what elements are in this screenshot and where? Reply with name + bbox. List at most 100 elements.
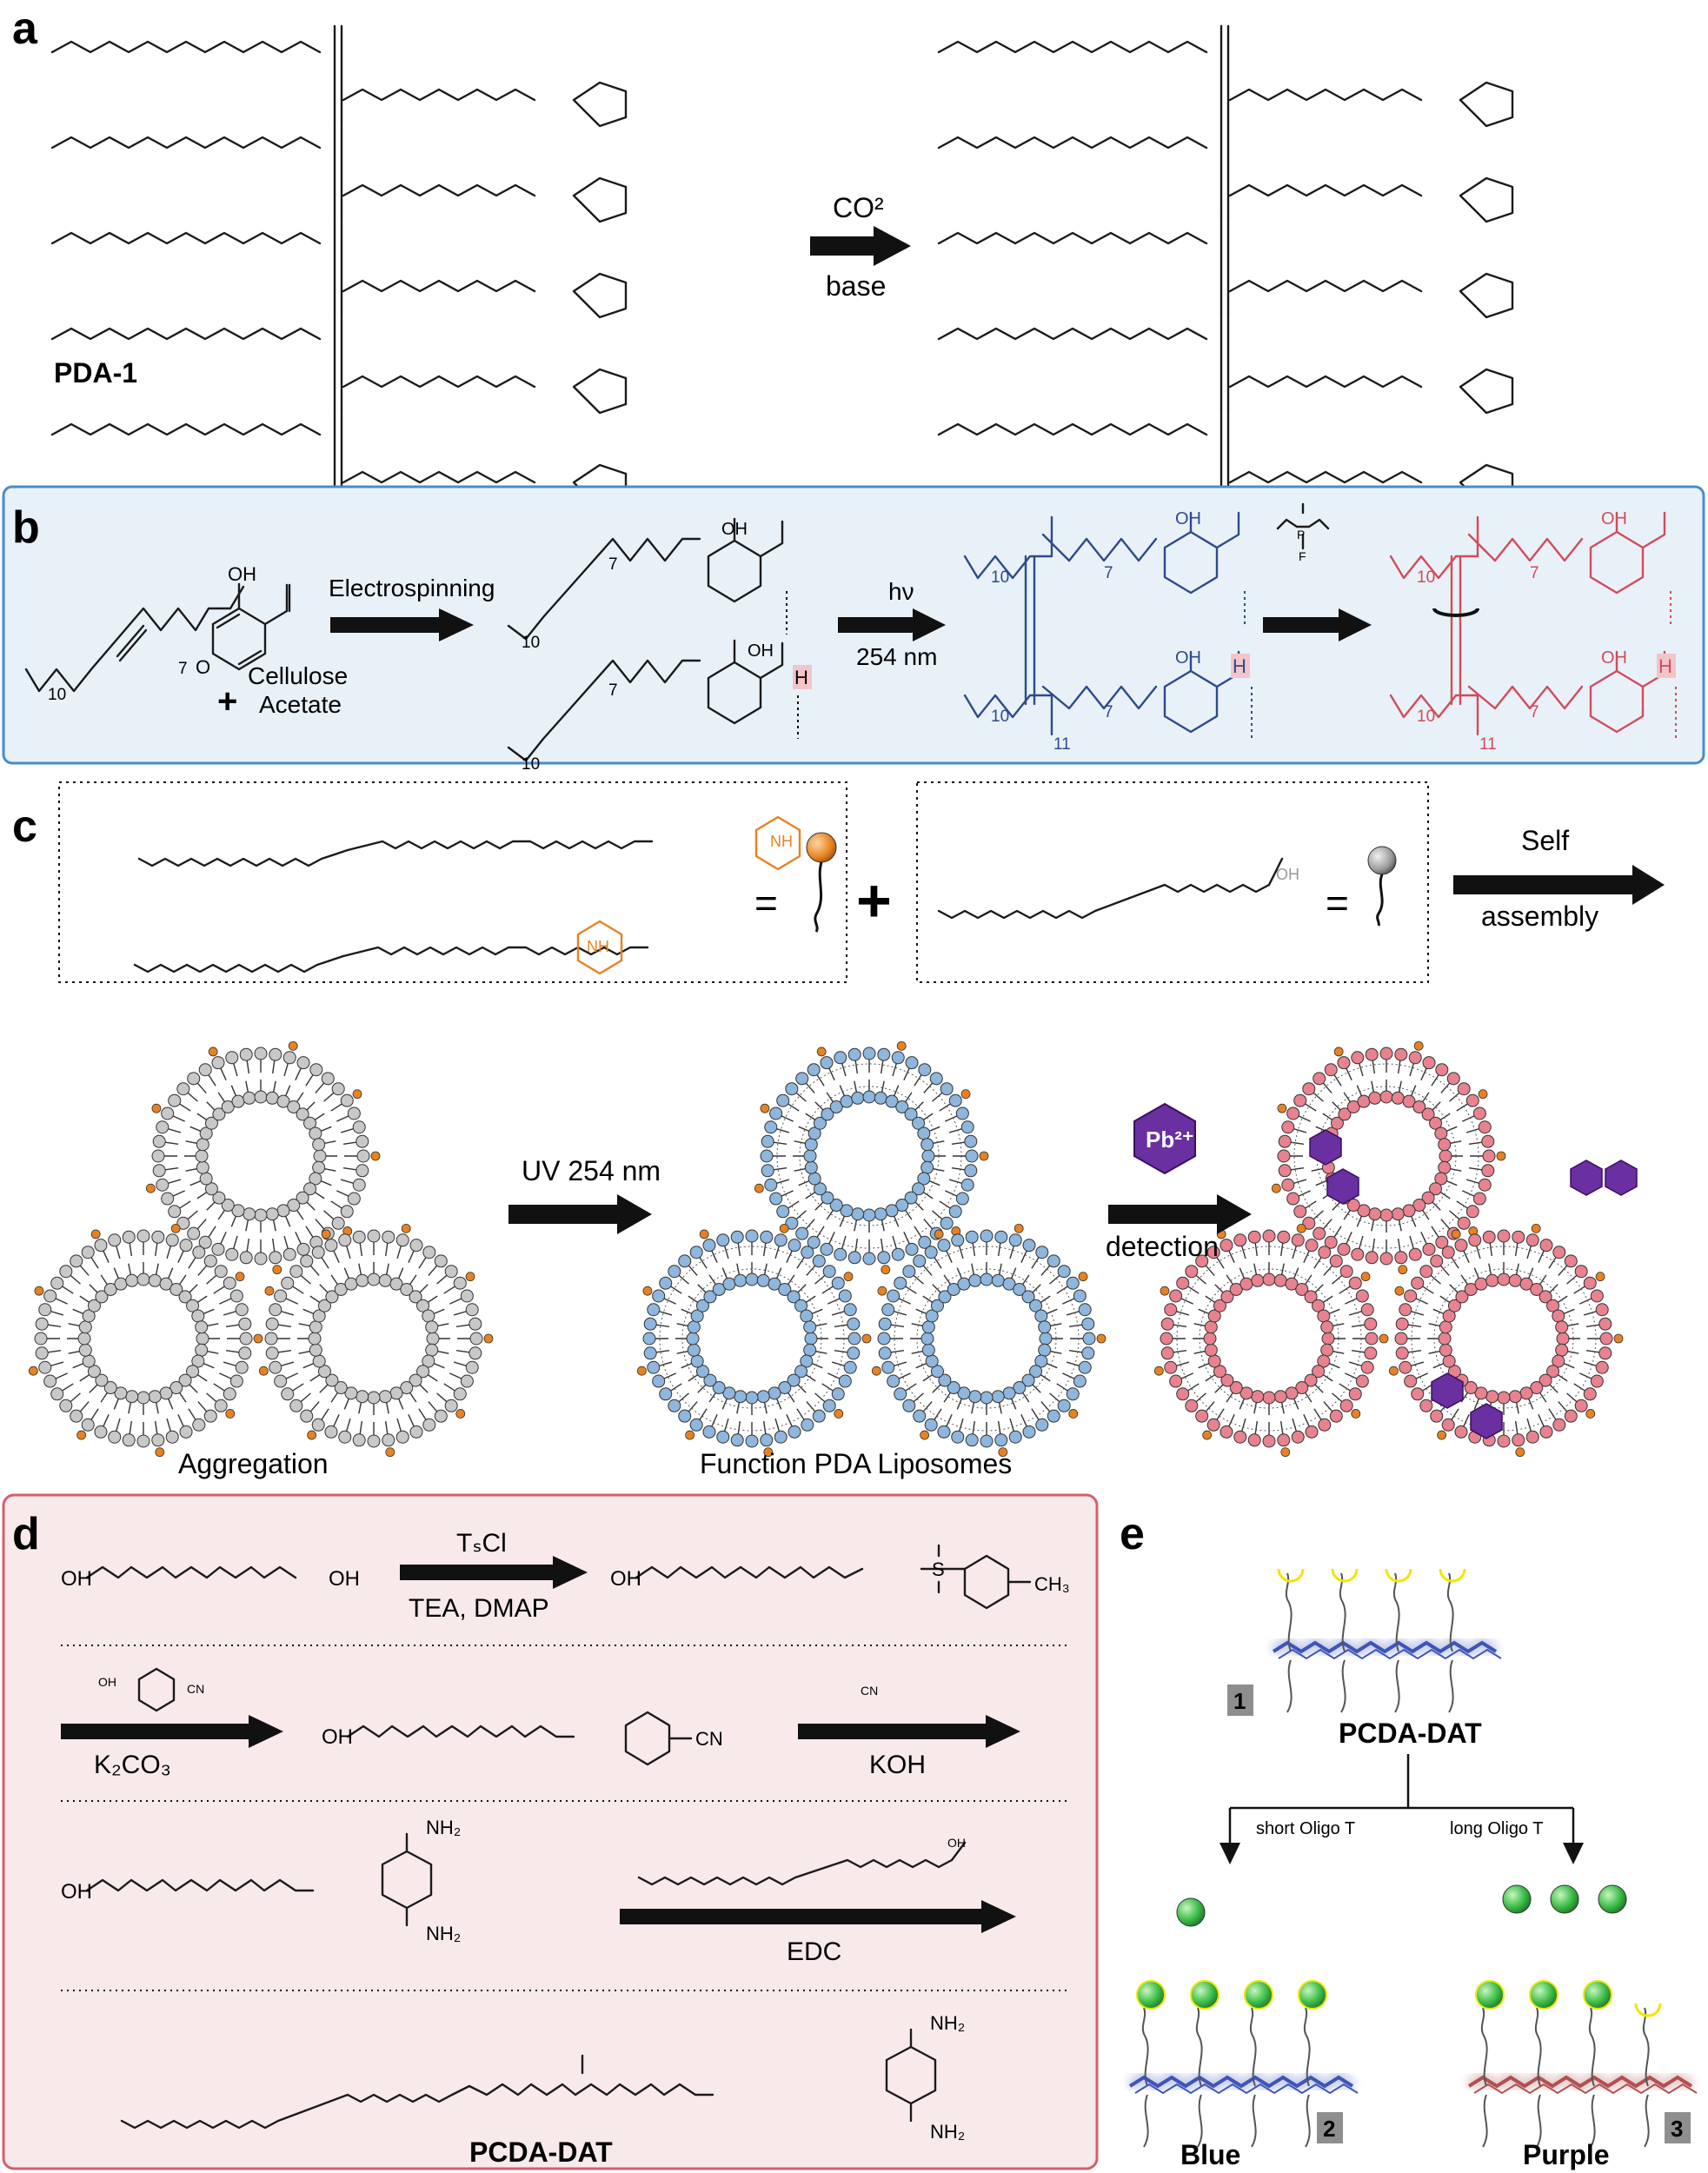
lipid-head (1404, 1289, 1418, 1303)
lipid-head (179, 1239, 193, 1253)
lipid-head (1035, 1246, 1049, 1259)
lipid-head (1057, 1399, 1071, 1412)
side-chain (1249, 2007, 1257, 2087)
lipid-head (905, 1056, 919, 1070)
lipid-head (1312, 1299, 1326, 1312)
lipid-head (1008, 1430, 1022, 1444)
lipid-head (444, 1265, 458, 1279)
lipid-head (1329, 1254, 1343, 1268)
functional-head (1078, 1272, 1088, 1282)
cellulose-line1: Cellulose (248, 662, 348, 689)
lipid-head (895, 1199, 909, 1213)
lipid-head (803, 1320, 817, 1334)
long-oligo-bead (1550, 1884, 1579, 1914)
lipid-head (1324, 1235, 1338, 1249)
fiber-pair-structure (507, 517, 812, 762)
lipid-head (1239, 1277, 1253, 1291)
functional-head (155, 1447, 165, 1458)
functional-head (1398, 1265, 1408, 1275)
pda1-label: PDA-1 (54, 357, 137, 389)
lipid-head (199, 1172, 213, 1186)
lipid-head (794, 1365, 808, 1379)
label-1: 1 (1233, 1688, 1246, 1714)
functional-head (1333, 1047, 1344, 1057)
lipid-head (243, 1207, 256, 1221)
lipid-head (312, 1309, 326, 1323)
lipid-head (862, 1252, 876, 1266)
lipid-head (829, 1100, 843, 1113)
lipid-head (1497, 1229, 1511, 1243)
lipid-head (1435, 1235, 1449, 1249)
lipid-head (774, 1430, 788, 1444)
lipid-head (70, 1254, 83, 1268)
lipid-head (1399, 1303, 1412, 1317)
thymine-ring (754, 815, 801, 871)
lipid-head (1497, 1273, 1511, 1286)
blue-oh-label-2: OH (1175, 648, 1201, 668)
lipid-head (1262, 1434, 1276, 1448)
lipid-head (1555, 1320, 1569, 1334)
lipid-head (722, 1277, 736, 1291)
lipid-head (161, 1106, 175, 1120)
functional-head (1379, 1333, 1389, 1344)
lipid-head (668, 1399, 681, 1412)
lipid-head (904, 1107, 918, 1121)
lipid-head (1430, 1254, 1444, 1268)
lipid-head (924, 1246, 938, 1259)
functional-head (779, 1223, 789, 1233)
lipid-head (1411, 1387, 1425, 1401)
lipid-head (703, 1373, 717, 1387)
pb-ion (1470, 1403, 1503, 1439)
lipid-head (409, 1373, 422, 1387)
lipid-head (1595, 1303, 1609, 1317)
lipid-head (324, 1425, 338, 1439)
lipid-head (1478, 1178, 1492, 1192)
functional-head (642, 1286, 653, 1296)
lipid-head (862, 1090, 876, 1104)
arrow-d4 (981, 1900, 1016, 1933)
lipid-head (940, 1216, 954, 1230)
pb-ion (1309, 1129, 1342, 1166)
panel-a: a PDA-1 CO² base (12, 3, 1514, 510)
functional-head (1531, 1223, 1541, 1233)
lipid-head (801, 1246, 814, 1259)
lipid-head (1324, 1063, 1338, 1077)
lipid-head (1552, 1246, 1566, 1259)
lipid-head (1206, 1246, 1220, 1259)
functional-head (76, 1430, 87, 1440)
lipid-head (469, 1332, 483, 1346)
lipid-head (340, 1093, 354, 1107)
lipid-head (689, 1246, 703, 1259)
lipid-head (211, 1242, 225, 1256)
arrow-uv (617, 1194, 652, 1234)
lipid-head (795, 1226, 809, 1240)
diacetylene-backbone (333, 311, 343, 410)
polymer-backbone-2 (1278, 1648, 1502, 1660)
lipid-head (851, 1207, 865, 1221)
lipid-head (1207, 1354, 1221, 1368)
lipid-head (395, 1430, 409, 1444)
polymer-backbone-2 (1134, 2083, 1359, 2095)
subscript-7-blue-a: 7 (1104, 564, 1113, 582)
red-polymer-structure (1389, 511, 1677, 739)
lipid-head (311, 1246, 325, 1259)
lipid-head (659, 1387, 673, 1401)
functional-head (1437, 1430, 1447, 1440)
functional-head (754, 1183, 764, 1193)
lipid-head (804, 1332, 818, 1346)
functional-head (28, 1366, 38, 1376)
lipid-head (367, 1391, 381, 1405)
lipid-head (1277, 1149, 1291, 1163)
lipid-head (87, 1299, 101, 1312)
lipid-head (980, 1229, 994, 1243)
lipid-head (1078, 1303, 1092, 1317)
lipid-head (422, 1418, 436, 1432)
lipid-head (1034, 1354, 1048, 1368)
lipid-head (1247, 1230, 1261, 1244)
lipid-head (813, 1182, 827, 1196)
lipid-head (1304, 1290, 1318, 1304)
lipid-head (312, 1138, 326, 1152)
lipid-head (991, 1390, 1005, 1404)
lipid-head (1590, 1289, 1604, 1303)
lipid-head (980, 1391, 994, 1405)
